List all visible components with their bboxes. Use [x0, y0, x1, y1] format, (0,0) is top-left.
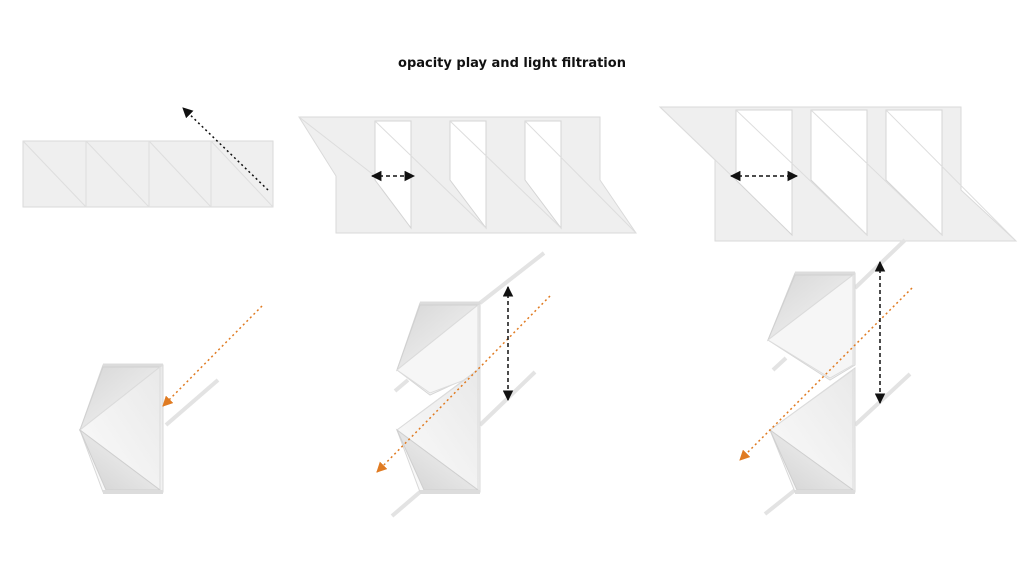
facade-elevation-closed	[22, 107, 274, 208]
facade-elevation-partial	[298, 116, 637, 234]
light-ray-arrow	[162, 305, 263, 407]
module-section-open	[739, 238, 913, 516]
module-section-closed	[78, 305, 263, 494]
light-ray-arrow	[376, 295, 551, 473]
diagram-title: opacity play and light filtration	[398, 56, 626, 71]
facade-elevation-open	[658, 106, 1018, 242]
module-section-partial	[376, 251, 551, 518]
